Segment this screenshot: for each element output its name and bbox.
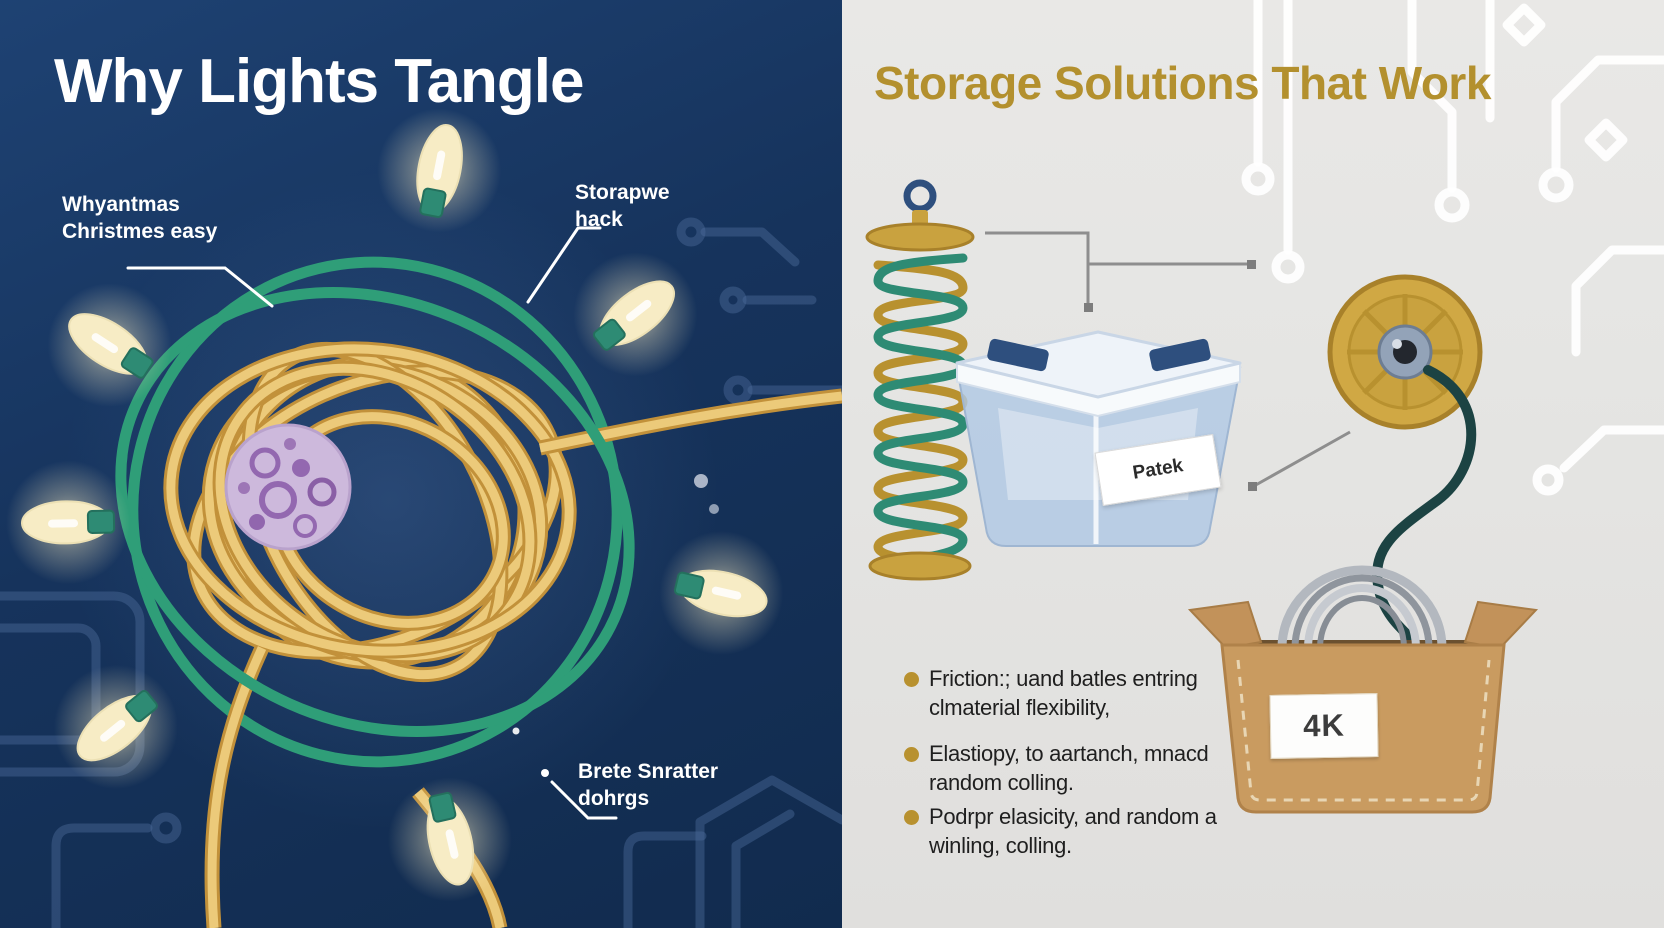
- light-bulb-icon: [387, 777, 512, 902]
- purple-core-icon: [224, 423, 352, 551]
- bullet-dot-icon: [904, 810, 919, 825]
- light-bulb-icon: [573, 252, 698, 377]
- bullet-dot-icon: [904, 747, 919, 762]
- callout-dot: [541, 769, 549, 777]
- right-title: Storage Solutions That Work: [874, 57, 1491, 109]
- green-wire: [115, 287, 635, 737]
- light-bulb-icon: [47, 283, 172, 408]
- coiled-cable-icon: [1277, 565, 1447, 653]
- gold-cable-tangle: [163, 341, 842, 928]
- bullet-elasticity: Elastiopy, to aartanch, mnacd random col…: [904, 739, 1209, 797]
- callout-lines: [126, 226, 618, 820]
- callout-line: hack: [575, 208, 623, 232]
- callout-line: dohrgs: [578, 787, 650, 811]
- callout-line: Whyantmas: [62, 193, 180, 216]
- bullet-line: winling, colling.: [929, 833, 1072, 858]
- cable-reel-icon: [1327, 274, 1483, 647]
- tiny-dot: [512, 727, 520, 735]
- light-bulb-icon: [377, 108, 502, 233]
- bullet-line: Friction:; uand batles entring: [929, 666, 1198, 691]
- right-panel: Storage Solutions That Work Patek 4K Fri…: [842, 0, 1664, 928]
- bullet-friction: Friction:; uand batles entring clmateria…: [904, 664, 1198, 722]
- callout-line: Brete Snratter: [578, 760, 719, 783]
- light-bulb-icon: [53, 664, 178, 789]
- spring-hanger-icon: [865, 179, 975, 581]
- callout-storage-hack: Storapwe hack: [575, 179, 670, 234]
- circuit-trace-decoration: [1241, 0, 1664, 496]
- callout-line: Storapwe: [575, 181, 670, 204]
- cardboard-box-icon: [1187, 565, 1539, 814]
- bullet-line: Podrpr elasicity, and random a: [929, 804, 1217, 829]
- connector-lines: [985, 231, 1351, 491]
- left-title: Why Lights Tangle: [54, 47, 584, 116]
- left-panel: Why Lights Tangle Whyantmas Christmes ea…: [0, 0, 842, 928]
- bullet-line: clmaterial flexibility,: [929, 695, 1110, 720]
- bullet-random-coiling: Podrpr elasicity, and random a winling, …: [904, 802, 1217, 860]
- callout-knots: Brete Snratter dohrgs: [578, 758, 718, 813]
- callout-why-tangles: Whyantmas Christmes easy: [62, 191, 217, 246]
- bullet-dot-icon: [904, 672, 919, 687]
- circuit-trace-decoration: [0, 217, 842, 928]
- bullet-line: Elastiopy, to aartanch, mnacd: [929, 741, 1209, 766]
- bullet-line: random colling.: [929, 770, 1074, 795]
- callout-line: Christmes easy: [62, 220, 218, 244]
- light-bulb-icon: [6, 460, 131, 585]
- box-label: 4K: [1269, 693, 1379, 759]
- tangled-lights-illustration: [0, 108, 842, 928]
- light-bulbs: [6, 108, 784, 902]
- light-bulb-icon: [659, 530, 784, 655]
